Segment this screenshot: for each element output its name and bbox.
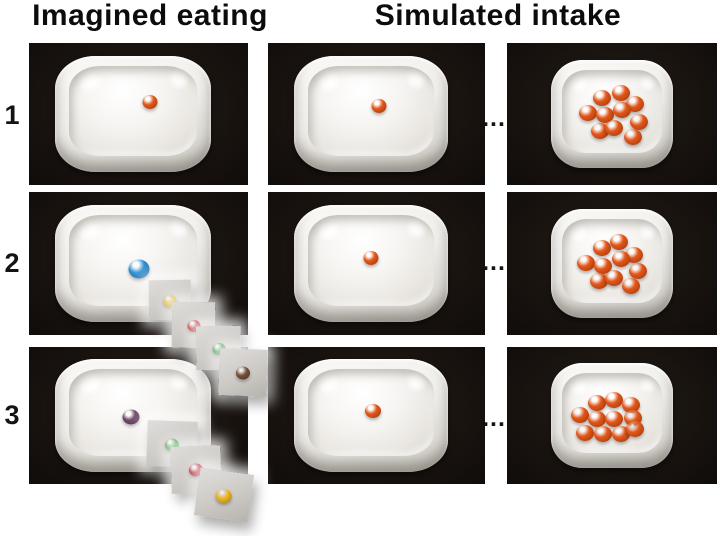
plate — [294, 359, 449, 472]
plate — [551, 209, 673, 318]
photo-trial-1-imagined-eating — [29, 43, 248, 185]
orange-candy — [588, 394, 607, 411]
orange-candy — [626, 421, 645, 438]
yellow-candy — [214, 487, 233, 504]
orange-candy — [142, 95, 158, 110]
plate-well — [69, 66, 197, 156]
photo-trial-1-simulated-intake-start — [268, 43, 485, 185]
orange-candy — [611, 426, 630, 443]
orange-candy — [593, 240, 612, 257]
plate — [294, 204, 449, 323]
plate — [294, 55, 449, 173]
orange-candy — [629, 113, 648, 130]
ellipsis-trial-1: ... — [482, 104, 506, 132]
column-header-imagined-eating: Imagined eating — [32, 0, 268, 32]
orange-candy — [605, 410, 624, 427]
orange-candy — [605, 391, 624, 408]
column-header-simulated-intake: Simulated intake — [374, 0, 622, 32]
plate — [551, 60, 673, 168]
orange-candy — [622, 278, 641, 295]
inset-card-brown-candy — [218, 348, 268, 397]
orange-candy — [578, 104, 597, 121]
orange-candy — [594, 257, 613, 274]
photo-trial-2-simulated-intake-start — [268, 192, 485, 335]
blue-candy — [128, 259, 150, 279]
plate — [551, 363, 673, 468]
orange-candy — [622, 397, 641, 414]
orange-candy — [623, 128, 642, 145]
inset-card-yellow-candy — [193, 467, 255, 523]
orange-candy — [371, 98, 387, 113]
orange-candy — [595, 107, 614, 124]
orange-candy — [590, 123, 609, 140]
row-label-trial-3: 3 — [4, 400, 20, 430]
orange-candy — [594, 426, 613, 443]
plate — [55, 55, 211, 173]
row-label-trial-1: 1 — [4, 100, 20, 130]
orange-candy — [605, 269, 624, 286]
purple-candy — [122, 409, 140, 425]
row-label-trial-2: 2 — [4, 248, 20, 278]
orange-candy — [611, 251, 630, 268]
orange-candy — [611, 85, 630, 102]
orange-candy — [571, 407, 590, 424]
photo-trial-1-simulated-intake-end — [507, 43, 717, 185]
orange-candy — [577, 255, 596, 272]
orange-candy — [628, 263, 647, 280]
orange-candy — [612, 101, 631, 118]
photo-trial-3-simulated-intake-end — [507, 347, 717, 484]
orange-candy — [576, 425, 595, 442]
brown-candy — [235, 366, 251, 381]
orange-candy — [610, 233, 629, 250]
ellipsis-trial-2: ... — [482, 248, 506, 276]
photo-trial-2-simulated-intake-end — [507, 192, 717, 335]
orange-candy — [364, 403, 381, 418]
plate-well — [307, 66, 435, 156]
ellipsis-trial-3: ... — [482, 404, 506, 432]
orange-candy — [605, 120, 624, 136]
orange-candy — [593, 89, 612, 106]
orange-candy — [363, 250, 379, 265]
orange-candy — [588, 410, 607, 427]
orange-candy — [589, 272, 608, 289]
photo-trial-3-simulated-intake-start — [268, 347, 485, 484]
